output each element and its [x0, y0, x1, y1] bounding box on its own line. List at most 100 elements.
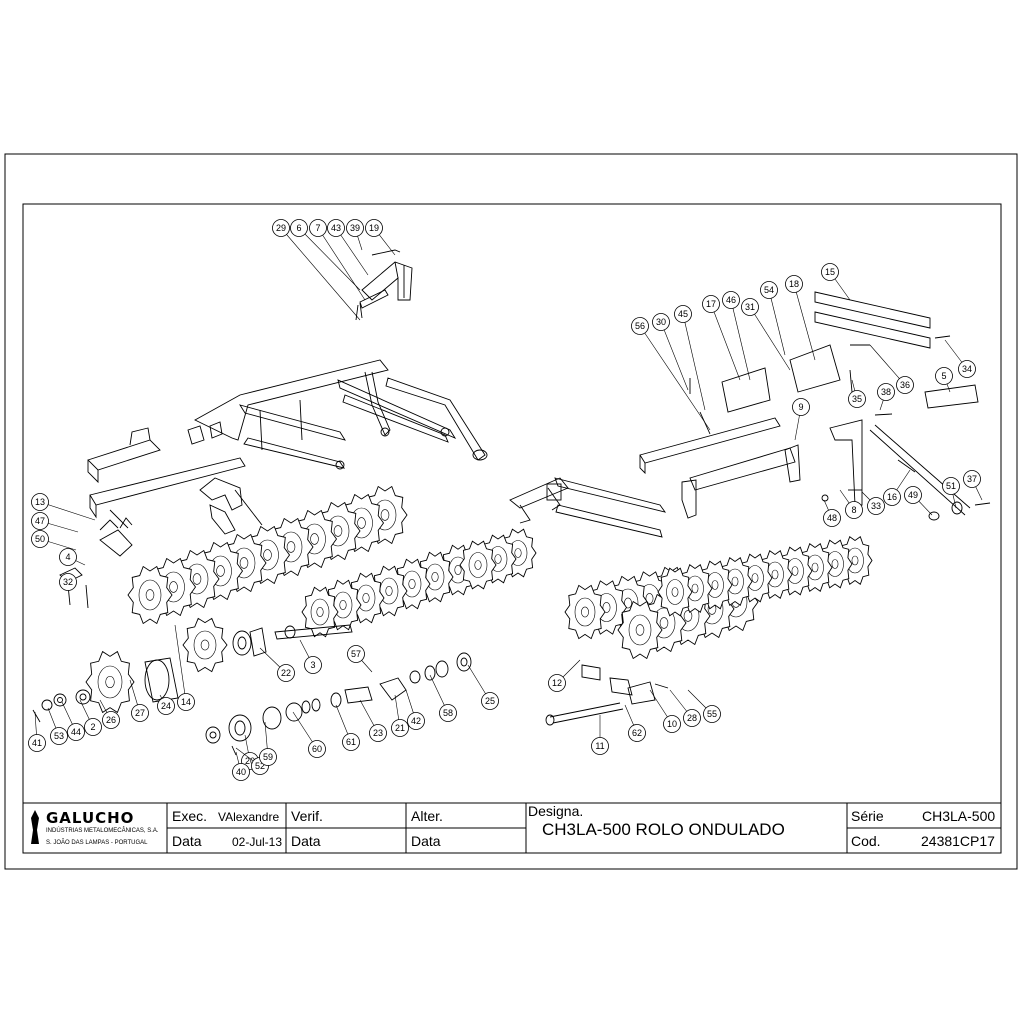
left-roller-assembly	[85, 485, 408, 714]
callout-2: 2	[79, 699, 102, 736]
callout-12: 12	[548, 659, 581, 692]
callout-number: 25	[485, 696, 495, 706]
exec-value: VAlexandre	[218, 810, 280, 824]
callout-24: 24	[157, 694, 175, 715]
callout-36: 36	[869, 344, 914, 394]
left-end-parts	[32, 657, 179, 723]
callout-number: 12	[552, 678, 562, 688]
callout-number: 15	[825, 267, 835, 277]
callout-42: 42	[405, 689, 425, 730]
callout-9: 9	[792, 398, 810, 441]
right-frame-parts	[639, 291, 991, 521]
callout-number: 10	[667, 719, 677, 729]
callout-number: 62	[632, 728, 642, 738]
callout-number: 16	[887, 492, 897, 502]
callout-number: 11	[595, 741, 604, 751]
callout-58: 58	[429, 674, 457, 722]
callout-number: 58	[443, 708, 453, 718]
callout-44: 44	[61, 701, 85, 741]
callout-number: 46	[726, 295, 736, 305]
callout-number: 60	[312, 744, 322, 754]
callout-14: 14	[174, 624, 195, 711]
callout-number: 48	[827, 513, 837, 523]
callout-48: 48	[823, 499, 841, 527]
callout-number: 27	[135, 708, 145, 718]
callout-number: 29	[276, 223, 286, 233]
callout-56: 56	[631, 317, 711, 431]
callout-16: 16	[883, 469, 911, 506]
callout-28: 28	[669, 689, 701, 727]
callout-number: 36	[900, 380, 910, 390]
serie-label: Série	[851, 808, 884, 824]
centre-frame	[509, 477, 667, 538]
callout-17: 17	[702, 295, 741, 381]
brand-logo: GALUCHO	[46, 809, 135, 827]
callout-number: 17	[706, 299, 716, 309]
callout-number: 45	[678, 309, 688, 319]
data-label-exec: Data	[172, 833, 202, 849]
callout-number: 34	[962, 364, 972, 374]
callout-number: 43	[331, 223, 341, 233]
callout-number: 4	[65, 552, 70, 562]
callout-53: 53	[47, 707, 68, 745]
callout-number: 7	[315, 223, 320, 233]
data-label-verif: Data	[291, 833, 321, 849]
callout-number: 56	[635, 321, 645, 331]
callout-59: 59	[259, 721, 277, 766]
callout-57: 57	[347, 645, 373, 673]
callout-10: 10	[649, 689, 681, 733]
designa-label: Designa.	[528, 803, 584, 819]
callout-30: 30	[652, 313, 689, 391]
company-location: S. JOÃO DAS LAMPAS - PORTUGAL	[46, 840, 148, 846]
callout-number: 59	[263, 752, 273, 762]
callout-55: 55	[687, 689, 721, 723]
callout-54: 54	[760, 281, 786, 356]
callout-41: 41	[28, 711, 46, 752]
left-main-frame	[187, 359, 488, 470]
callout-21: 21	[391, 694, 409, 737]
callout-49: 49	[904, 486, 933, 516]
callout-number: 8	[851, 505, 856, 515]
callout-34: 34	[944, 339, 976, 378]
exploded-view-drawing	[32, 249, 991, 756]
callout-number: 40	[236, 767, 246, 777]
callout-number: 20	[245, 756, 255, 766]
callout-number: 42	[411, 716, 421, 726]
cod-value: 24381CP17	[921, 833, 995, 849]
right-small-parts	[545, 664, 669, 726]
callout-number: 26	[106, 715, 116, 725]
callout-15: 15	[821, 263, 851, 301]
callout-number: 50	[35, 534, 45, 544]
centre-roller-assembly	[301, 528, 537, 638]
callout-number: 19	[369, 223, 379, 233]
inner-border	[22, 203, 1002, 854]
callout-number: 31	[745, 302, 755, 312]
callout-18: 18	[785, 275, 816, 361]
drawing-title: CH3LA-500 ROLO ONDULADO	[542, 820, 785, 839]
callout-number: 6	[296, 223, 301, 233]
callout-19: 19	[365, 219, 396, 256]
callout-45: 45	[674, 305, 706, 411]
callout-number: 57	[351, 649, 361, 659]
left-crossbar-assembly	[59, 427, 263, 609]
callout-32: 32	[59, 573, 77, 591]
callout-number: 32	[63, 577, 73, 587]
callout-4: 4	[59, 548, 86, 566]
title-block	[22, 802, 1002, 854]
callout-number: 51	[946, 481, 956, 491]
serie-value: CH3LA-500	[922, 808, 996, 824]
callout-number: 35	[852, 394, 862, 404]
callout-number: 9	[798, 402, 803, 412]
callout-31: 31	[741, 298, 791, 371]
callout-number: 39	[350, 223, 360, 233]
callout-number: 24	[161, 701, 171, 711]
callout-25: 25	[467, 664, 499, 710]
callout-11: 11	[591, 715, 609, 755]
callout-number: 21	[395, 723, 405, 733]
alter-label: Alter.	[411, 808, 443, 824]
data-label-alter: Data	[411, 833, 441, 849]
callout-40: 40	[232, 751, 250, 781]
right-roller-assembly	[564, 535, 873, 660]
callout-number: 53	[54, 731, 64, 741]
